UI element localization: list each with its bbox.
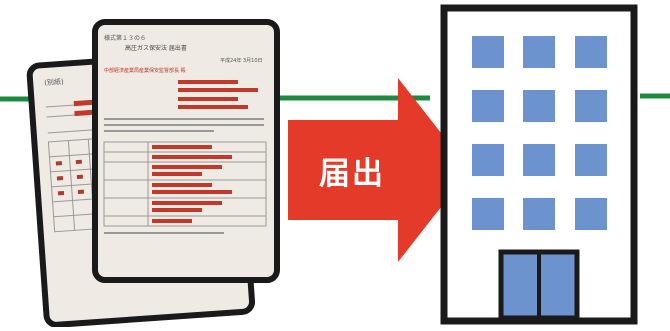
building: [440, 4, 638, 325]
svg-text:(別紙): (別紙): [44, 77, 64, 87]
arrow-shape: [288, 78, 470, 262]
building-windows: [472, 36, 607, 230]
svg-text:平成24年 3月10日: 平成24年 3月10日: [220, 57, 263, 64]
svg-text:中部経済産業局産業保安監督部長 殿: 中部経済産業局産業保安監督部長 殿: [104, 67, 186, 74]
front-document: 様式第１３の６ 高圧ガス保安法 届出書 平成24年 3月10日 中部経済産業局産…: [92, 19, 280, 283]
arrow-label: 届出: [319, 156, 385, 192]
svg-text:高圧ガス保安法 届出書: 高圧ガス保安法 届出書: [125, 44, 187, 52]
svg-text:様式第１３の６: 様式第１３の６: [104, 34, 146, 42]
